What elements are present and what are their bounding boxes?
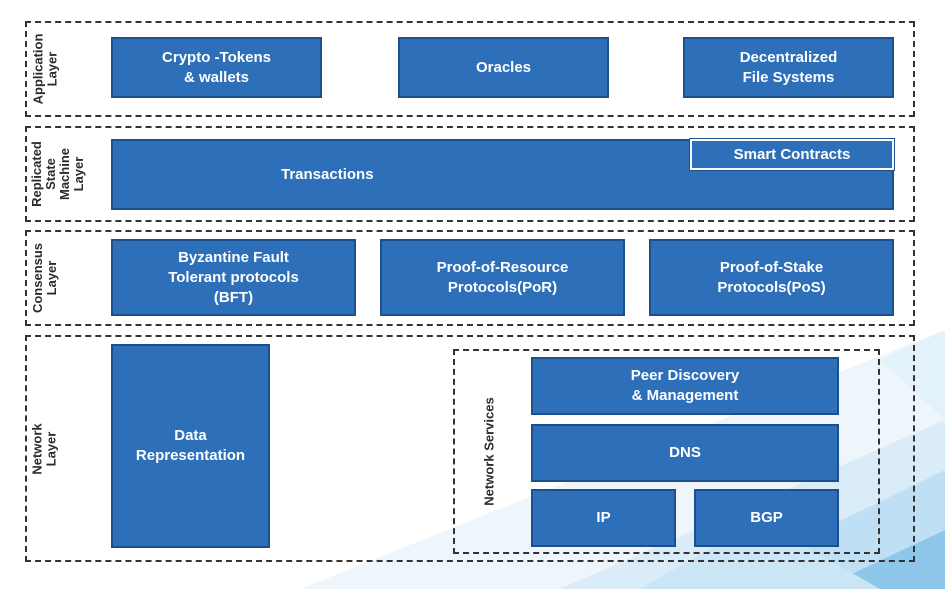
crypto-tokens-wallets-box: Crypto -Tokens & wallets: [111, 37, 322, 98]
smart-contracts-box: Smart Contracts: [689, 138, 895, 171]
proof-of-stake-box: Proof-of-Stake Protocols(PoS): [649, 239, 894, 316]
decentralized-file-systems-box: Decentralized File Systems: [683, 37, 894, 98]
dns-box: DNS: [531, 424, 839, 482]
consensus-layer-label: Consensus Layer: [30, 242, 60, 314]
ip-box: IP: [531, 489, 676, 547]
oracles-box: Oracles: [398, 37, 609, 98]
network-layer-label: Network Layer: [30, 422, 60, 475]
network-layer: [25, 335, 915, 562]
bgp-box: BGP: [694, 489, 839, 547]
network-services-group: [453, 349, 880, 554]
consensus-layer: [25, 230, 915, 326]
bft-protocols-box: Byzantine Fault Tolerant protocols (BFT): [111, 239, 356, 316]
network-services-label: Network Services: [481, 397, 497, 506]
application-layer-label: Application Layer: [30, 33, 59, 105]
proof-of-resource-box: Proof-of-Resource Protocols(PoR): [380, 239, 625, 316]
transactions-label: Transactions: [281, 165, 374, 183]
application-layer: [25, 21, 915, 117]
peer-discovery-box: Peer Discovery & Management: [531, 357, 839, 415]
replicated-state-machine-layer-label: Replicated State Machine Layer: [29, 141, 86, 207]
data-representation-box: Data Representation: [111, 344, 270, 548]
replicated-state-machine-layer: [25, 126, 915, 222]
